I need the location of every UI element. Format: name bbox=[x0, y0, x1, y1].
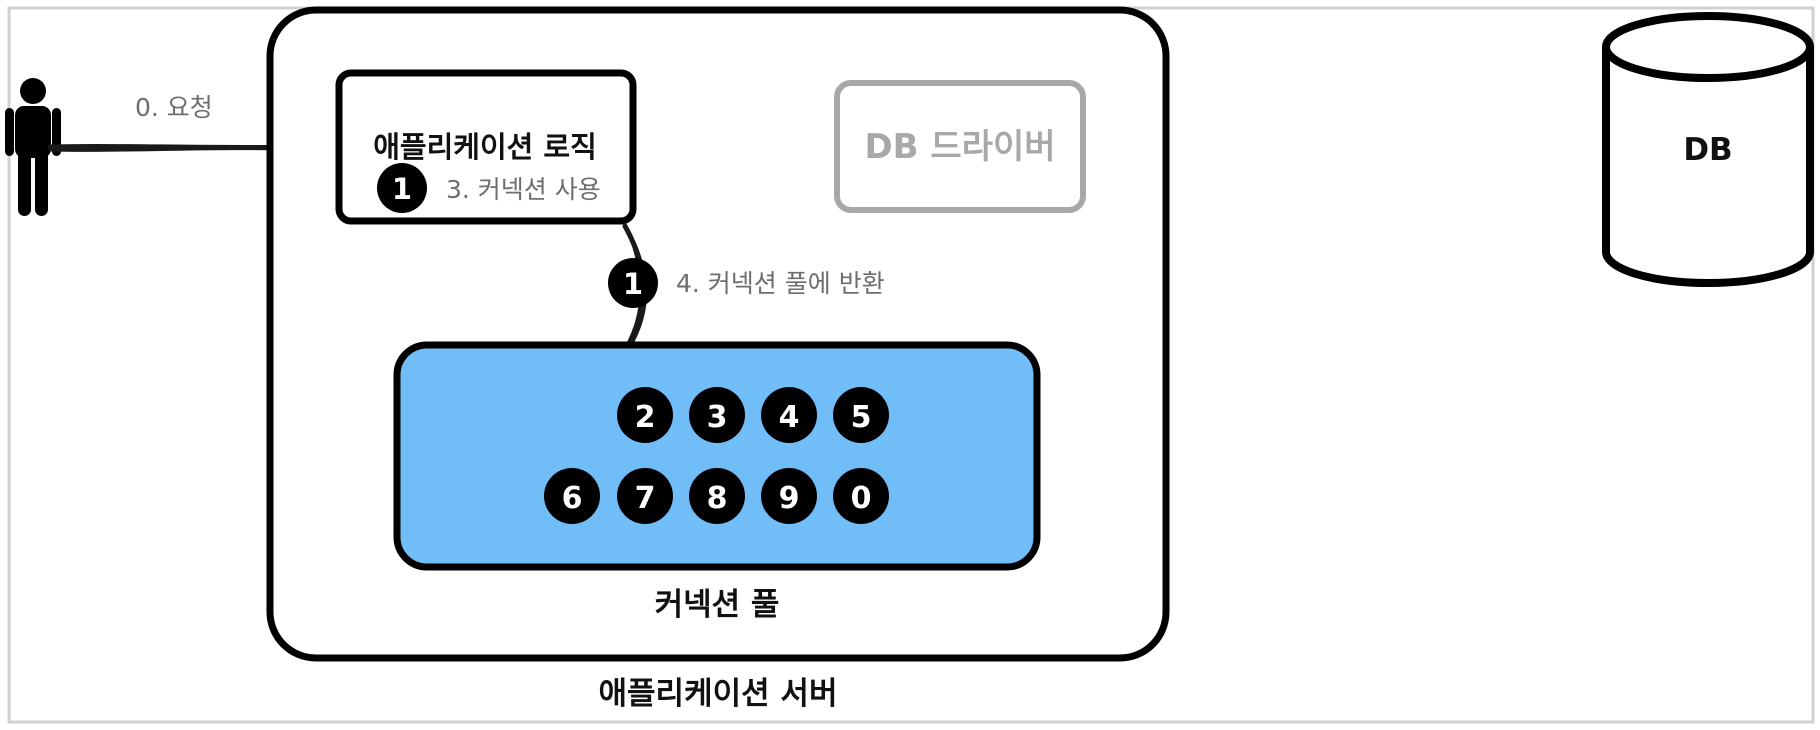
connection-3-number: 3 bbox=[707, 400, 728, 435]
connection-badge-returning: 1 bbox=[608, 258, 658, 308]
db-driver-label: DB 드라이버 bbox=[864, 127, 1055, 167]
connection-0: 0 bbox=[833, 468, 889, 524]
database-label: DB bbox=[1683, 132, 1732, 168]
user-icon bbox=[5, 78, 61, 216]
connection-use-label: 3. 커넥션 사용 bbox=[446, 175, 601, 204]
connection-5-number: 5 bbox=[851, 400, 872, 435]
application-logic-title: 애플리케이션 로직 bbox=[373, 130, 597, 164]
connection-pool-box bbox=[393, 341, 1041, 571]
connection-6: 6 bbox=[544, 468, 600, 524]
connection-3: 3 bbox=[689, 387, 745, 443]
connection-4-number: 4 bbox=[779, 400, 800, 435]
return-label: 4. 커넥션 풀에 반환 bbox=[676, 269, 885, 298]
connection-4: 4 bbox=[761, 387, 817, 443]
connection-5: 5 bbox=[833, 387, 889, 443]
connection-badge-returning-number: 1 bbox=[623, 267, 643, 301]
connection-2-number: 2 bbox=[635, 400, 656, 435]
connection-6-number: 6 bbox=[562, 481, 583, 516]
application-server-label: 애플리케이션 서버 bbox=[599, 676, 838, 712]
connection-pool-label: 커넥션 풀 bbox=[655, 587, 780, 623]
connection-7-number: 7 bbox=[635, 481, 656, 516]
request-label: 0. 요청 bbox=[135, 93, 213, 122]
db-driver-box bbox=[834, 80, 1086, 213]
connection-badge-in-use-number: 1 bbox=[392, 172, 412, 206]
connection-8-number: 8 bbox=[707, 481, 728, 516]
connection-7: 7 bbox=[617, 468, 673, 524]
connection-badge-in-use: 1 bbox=[377, 163, 427, 213]
database-icon bbox=[1602, 12, 1814, 287]
connection-9: 9 bbox=[761, 468, 817, 524]
connection-8: 8 bbox=[689, 468, 745, 524]
connection-2: 2 bbox=[617, 387, 673, 443]
connection-0-number: 0 bbox=[851, 481, 872, 516]
connection-9-number: 9 bbox=[779, 481, 800, 516]
